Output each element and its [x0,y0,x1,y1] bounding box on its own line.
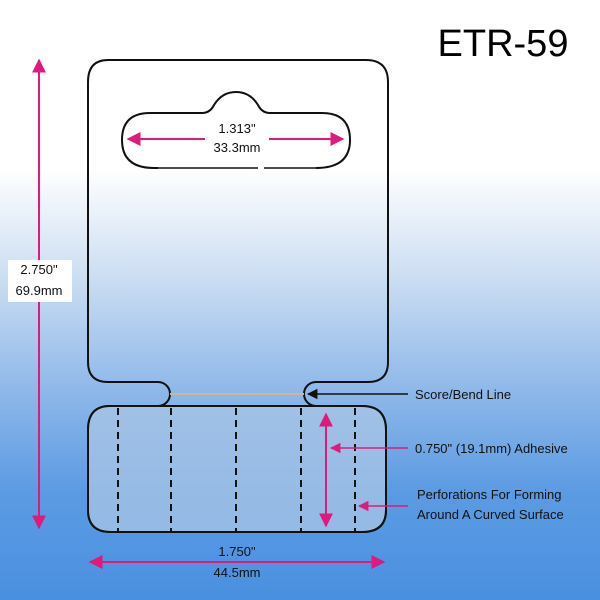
perforation-lines [117,408,356,531]
width-mm: 44.5mm [214,565,261,580]
product-title: ETR-59 [438,23,569,65]
score-callout-label: Score/Bend Line [415,387,511,402]
width-in: 1.750" [218,544,256,559]
height-mm: 69.9mm [16,283,63,298]
hole-width-mm: 33.3mm [214,140,261,155]
height-in: 2.750" [20,262,58,277]
hole-width-in: 1.313" [218,121,256,136]
perforation-callout-line1: Perforations For Forming [417,487,562,502]
adhesive-callout-label: 0.750" (19.1mm) Adhesive [415,441,568,456]
perforation-callout-line2: Around A Curved Surface [417,507,564,522]
